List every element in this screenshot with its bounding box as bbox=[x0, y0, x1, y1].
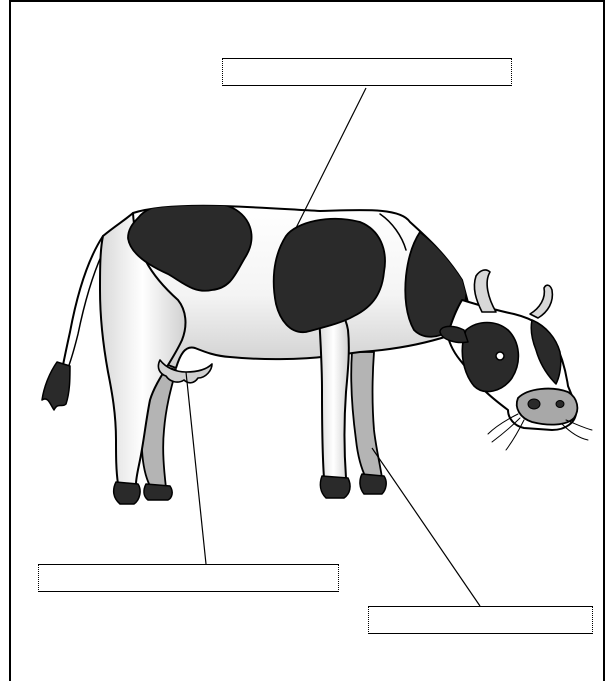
far-hind-hoof bbox=[144, 484, 172, 500]
cow-tail bbox=[62, 236, 103, 370]
near-hind-hoof bbox=[114, 482, 140, 504]
cow-illustration bbox=[42, 201, 592, 504]
near-front-hoof bbox=[320, 476, 350, 498]
cow-muzzle bbox=[517, 389, 578, 425]
label-box-top[interactable] bbox=[222, 58, 512, 86]
far-front-leg bbox=[351, 352, 382, 478]
pointer-line-left bbox=[186, 372, 206, 564]
pointer-line-top bbox=[296, 88, 366, 228]
nostril-left bbox=[528, 399, 540, 409]
far-front-hoof bbox=[360, 474, 386, 494]
cow-eye bbox=[496, 352, 504, 360]
label-box-right[interactable] bbox=[368, 606, 593, 634]
head-patch bbox=[462, 323, 518, 392]
nostril-right bbox=[556, 401, 564, 408]
label-box-left[interactable] bbox=[38, 564, 339, 592]
tail-tuft bbox=[42, 362, 70, 410]
cow-horn-right bbox=[530, 285, 552, 318]
pointer-line-right bbox=[372, 448, 480, 606]
